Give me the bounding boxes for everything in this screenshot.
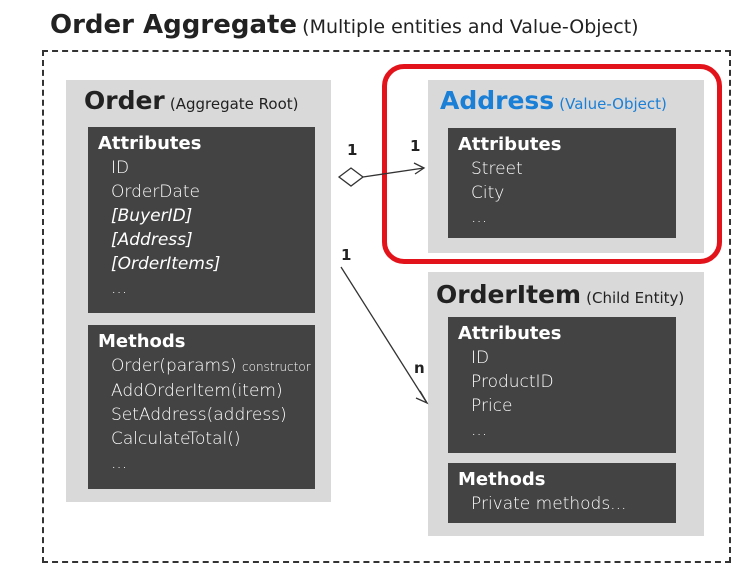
address-attr-city: City xyxy=(471,183,505,203)
order-address-target-multiplicity: 1 xyxy=(410,137,421,155)
order-attributes-heading: Attributes xyxy=(98,133,202,154)
orderitem-methods-panel: Methods Private methods... xyxy=(448,463,676,523)
order-entity: Order (Aggregate Root) Attributes ID Ord… xyxy=(66,80,331,502)
orderitem-method-private: Private methods... xyxy=(471,494,627,514)
address-role: (Value-Object) xyxy=(559,95,667,113)
order-role: (Aggregate Root) xyxy=(169,95,299,113)
order-constructor-note: constructor xyxy=(242,360,311,374)
order-attributes-panel: Attributes ID OrderDate [BuyerID] [Addre… xyxy=(88,127,315,313)
order-method-addorderitem: AddOrderItem(item) xyxy=(111,381,283,401)
orderitem-methods-heading: Methods xyxy=(458,469,546,490)
value-object-highlight xyxy=(382,64,722,264)
aggregation-diamond-icon xyxy=(337,167,365,187)
order-item-source-multiplicity: 1 xyxy=(341,246,352,264)
order-address-arrowhead-icon xyxy=(413,162,426,175)
address-entity: Address (Value-Object) Attributes Street… xyxy=(428,80,704,253)
orderitem-attributes-panel: Attributes ID ProductID Price ... xyxy=(448,317,676,453)
address-attributes-panel: Attributes Street City ... xyxy=(448,128,676,238)
order-method-calculatetotal: CalculateTotal() xyxy=(111,429,241,449)
order-method-setaddress: SetAddress(address) xyxy=(111,405,287,425)
orderitem-header: OrderItem (Child Entity) xyxy=(436,280,684,309)
order-attr-orderdate: OrderDate xyxy=(111,182,200,202)
orderitem-attr-productid: ProductID xyxy=(471,372,554,392)
order-attr-more: ... xyxy=(111,278,128,298)
address-header: Address (Value-Object) xyxy=(440,86,667,115)
orderitem-attributes-heading: Attributes xyxy=(458,323,562,344)
order-address-source-multiplicity: 1 xyxy=(347,141,358,159)
order-item-line xyxy=(340,266,428,404)
order-methods-heading: Methods xyxy=(98,331,186,352)
aggregate-boundary xyxy=(42,50,731,563)
order-method-more: ... xyxy=(111,453,128,473)
orderitem-attr-id: ID xyxy=(471,348,490,368)
address-attr-street: Street xyxy=(471,159,523,179)
address-name: Address xyxy=(440,86,555,115)
diagram-title: Order Aggregate (Multiple entities and V… xyxy=(50,10,639,40)
order-attr-buyerid: [BuyerID] xyxy=(111,206,193,226)
orderitem-role: (Child Entity) xyxy=(586,289,685,307)
order-attr-address: [Address] xyxy=(111,230,193,250)
address-attributes-heading: Attributes xyxy=(458,134,562,155)
orderitem-attr-price: Price xyxy=(471,396,513,416)
order-attr-id: ID xyxy=(111,158,130,178)
order-header: Order (Aggregate Root) xyxy=(84,86,299,115)
order-method-constructor: Order(params) constructor xyxy=(98,354,311,379)
orderitem-attr-more: ... xyxy=(471,420,488,440)
title-main: Order Aggregate xyxy=(50,10,298,40)
orderitem-name: OrderItem xyxy=(436,280,582,309)
order-address-line xyxy=(362,167,425,178)
address-attr-more: ... xyxy=(471,207,488,227)
order-item-target-multiplicity: n xyxy=(414,359,425,377)
order-name: Order xyxy=(84,86,165,115)
order-methods-panel: Methods Order(params) constructor AddOrd… xyxy=(88,325,315,489)
order-attr-orderitems: [OrderItems] xyxy=(111,254,221,274)
title-subtitle: (Multiple entities and Value-Object) xyxy=(302,16,639,38)
orderitem-entity: OrderItem (Child Entity) Attributes ID P… xyxy=(428,272,704,536)
order-item-arrowhead-icon xyxy=(415,390,429,405)
order-constructor-name: Order(params) xyxy=(111,356,237,376)
